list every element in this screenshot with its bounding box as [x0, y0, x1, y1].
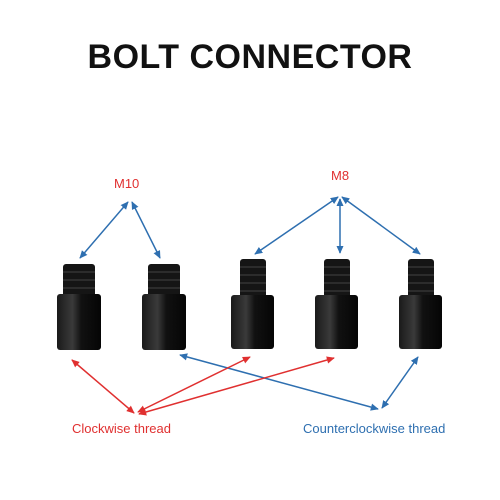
m10-arrow-left	[79, 201, 129, 259]
page-title: BOLT CONNECTOR	[87, 38, 413, 76]
cw-arrow-bolt4	[138, 356, 335, 416]
bolt-5	[399, 259, 442, 349]
ccw-arrow-bolt2	[179, 353, 379, 411]
bolt-1	[57, 264, 101, 350]
m8-label: M8	[331, 168, 350, 183]
bolt-3	[231, 259, 274, 349]
ccw-arrow-bolt5	[381, 356, 419, 409]
clockwise-thread-label: Clockwise thread	[72, 421, 171, 436]
m8-arrow-right	[341, 196, 421, 255]
m10-label: M10	[114, 176, 140, 191]
m8-arrow-left	[254, 196, 339, 255]
bolt-4	[315, 259, 358, 349]
cw-arrow-bolt3	[137, 356, 251, 413]
m10-arrow-right	[131, 201, 161, 259]
cw-arrow-bolt1	[71, 359, 135, 414]
counterclockwise-thread-label: Counterclockwise thread	[303, 421, 446, 436]
bolt-2	[142, 264, 186, 350]
